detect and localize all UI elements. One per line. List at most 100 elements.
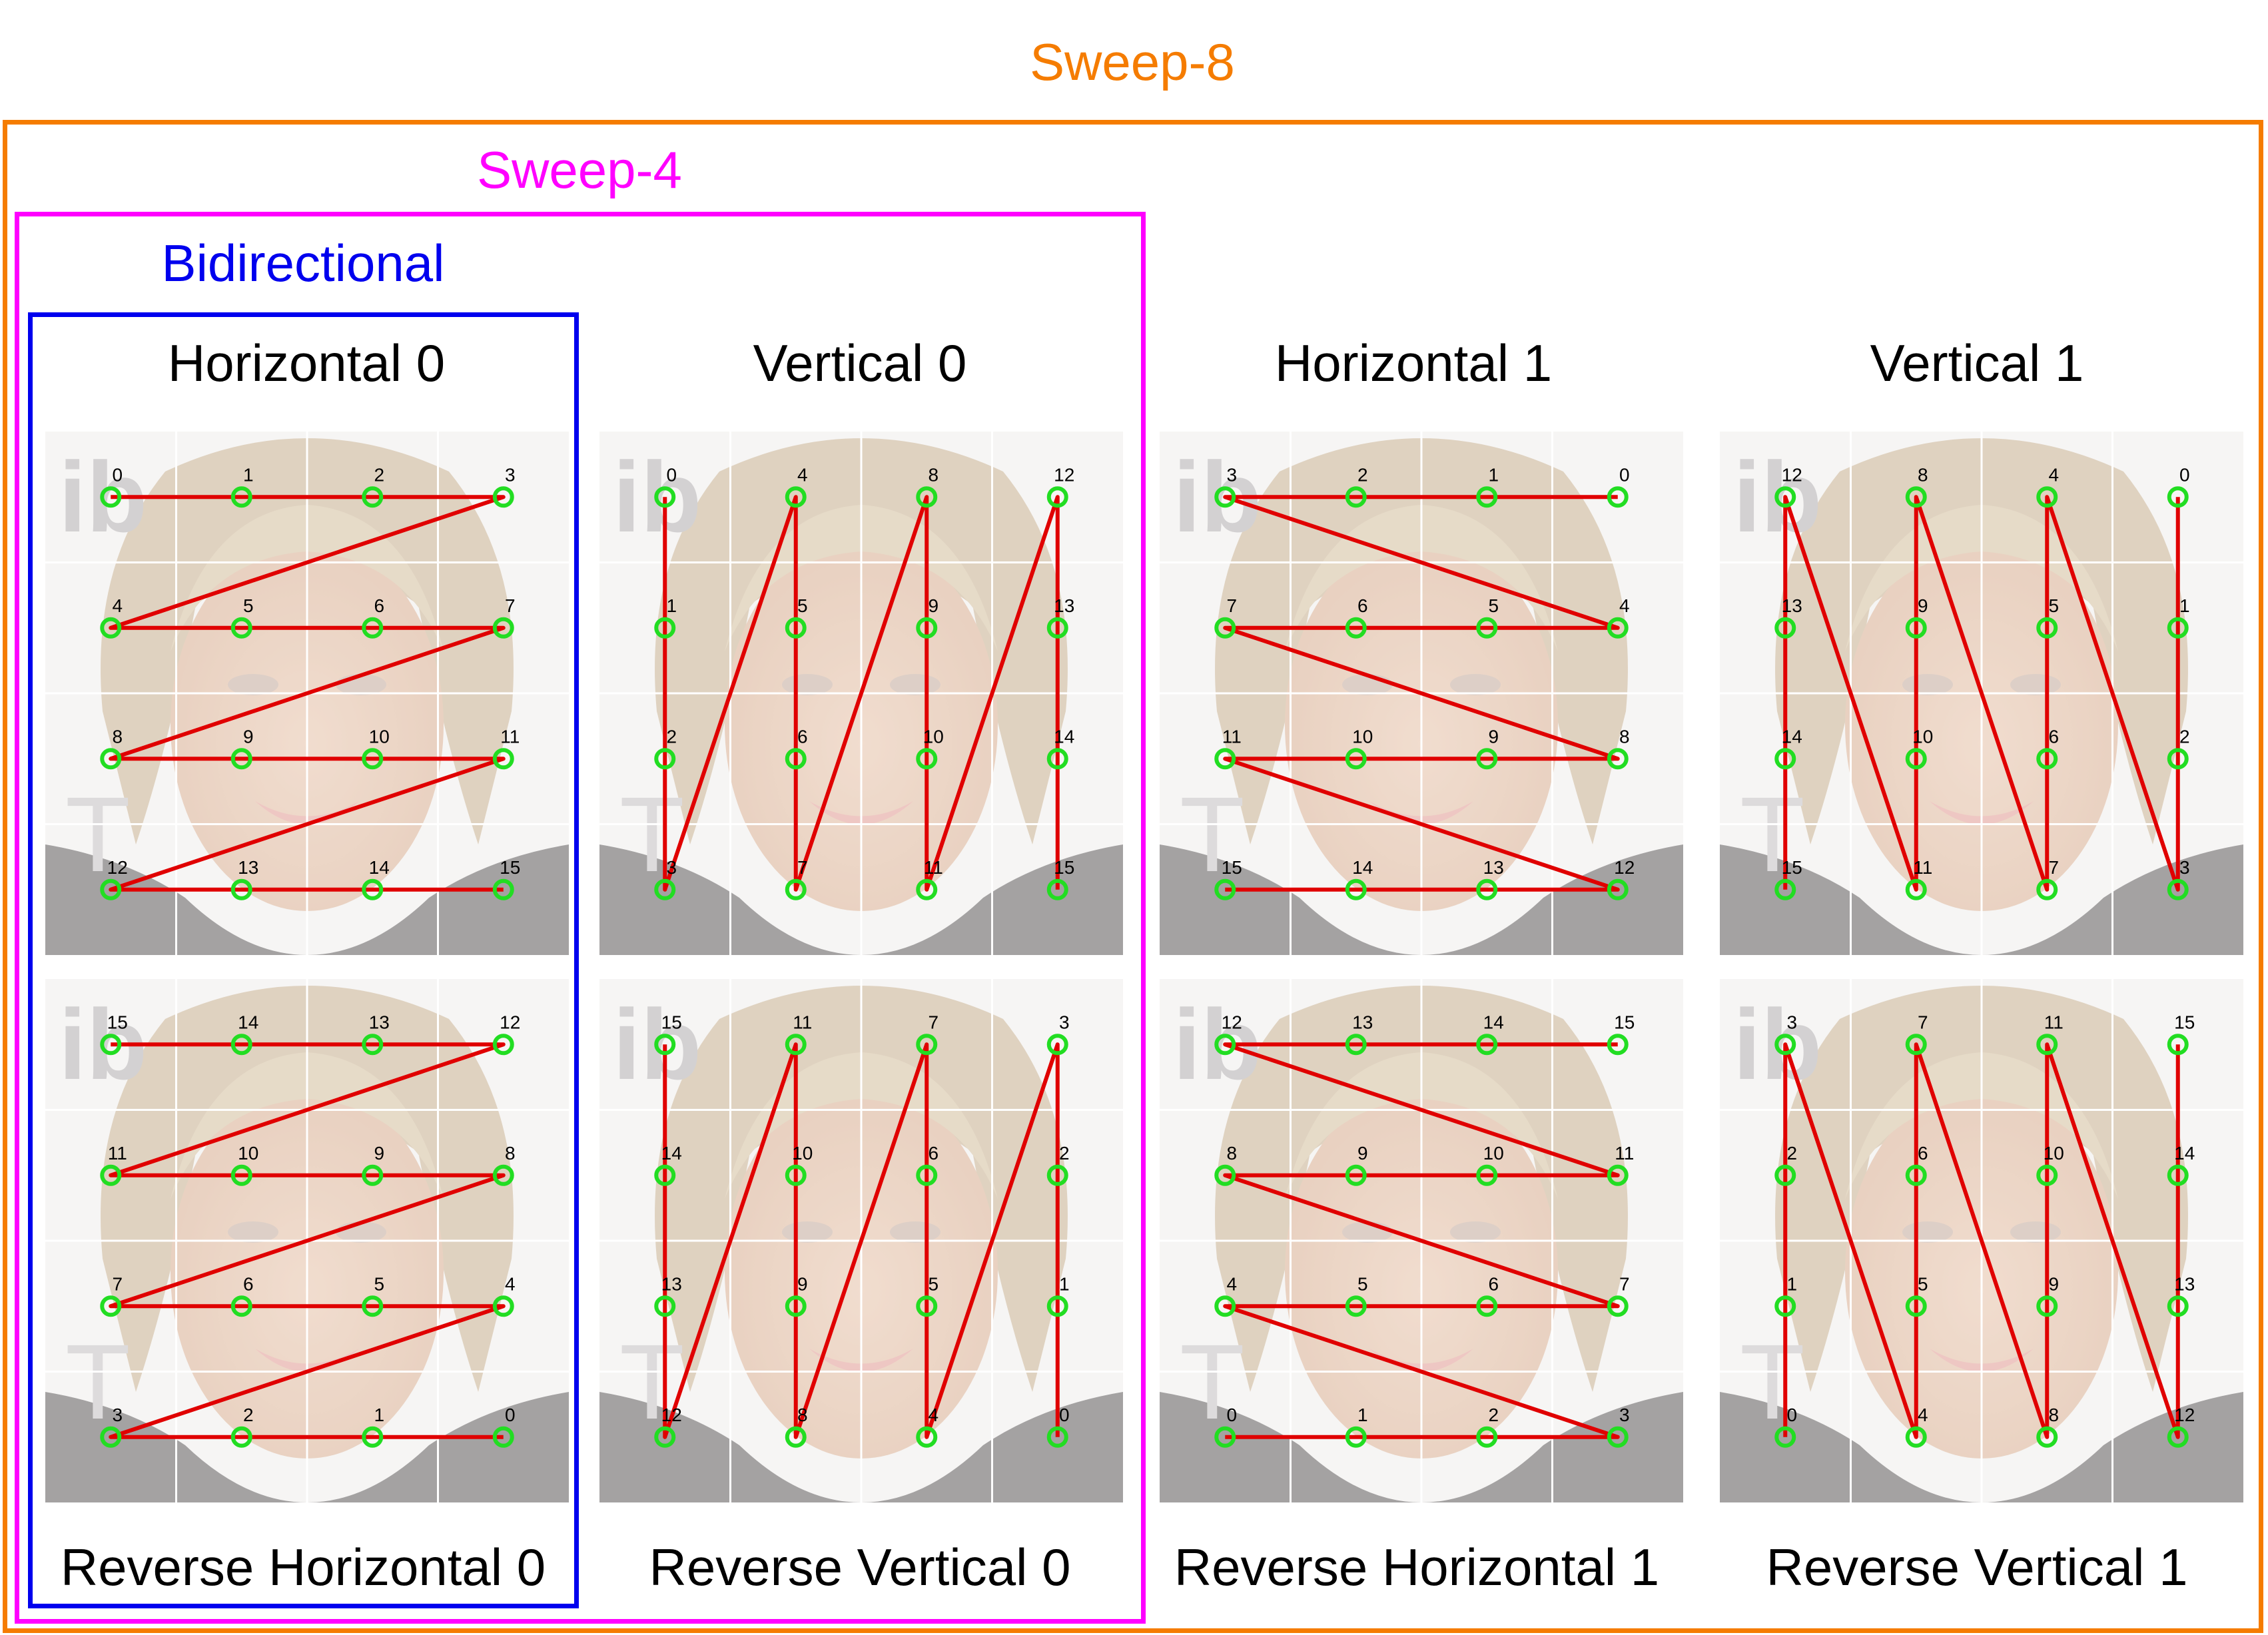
patch-index-label: 1 bbox=[374, 1405, 384, 1425]
patch-node bbox=[1046, 748, 1068, 770]
patch-node bbox=[916, 1426, 938, 1448]
patch-index-label: 0 bbox=[1059, 1405, 1070, 1425]
scan-path bbox=[663, 495, 1060, 892]
patch-index-label: 7 bbox=[505, 595, 516, 616]
patch-node bbox=[1774, 1164, 1796, 1186]
patch-node bbox=[1345, 748, 1367, 770]
patch-node bbox=[916, 617, 938, 639]
patch-index-label: 8 bbox=[505, 1143, 516, 1163]
scan-path bbox=[1223, 495, 1620, 892]
patch-index-label: 5 bbox=[797, 595, 808, 616]
patch-node bbox=[100, 486, 122, 508]
patch-node bbox=[2167, 486, 2189, 508]
patch-node bbox=[1345, 617, 1367, 639]
patch-node bbox=[785, 486, 807, 508]
patch-node bbox=[916, 1164, 938, 1186]
patch-node bbox=[362, 617, 384, 639]
patch-node bbox=[785, 748, 807, 770]
patch-index-label: 1 bbox=[2179, 595, 2190, 616]
patch-index-label: 10 bbox=[792, 1143, 813, 1163]
patch-index-label: 3 bbox=[1619, 1405, 1630, 1425]
patch-index-label: 15 bbox=[2174, 1012, 2195, 1032]
sweep-8-title: Sweep-8 bbox=[1030, 33, 1235, 91]
patch-index-label: 4 bbox=[112, 595, 123, 616]
patch-index-label: 7 bbox=[112, 1273, 123, 1294]
patch-node bbox=[1774, 878, 1796, 900]
patch-index-label: 14 bbox=[1483, 1012, 1504, 1032]
patch-node bbox=[2036, 748, 2058, 770]
bidirectional-title: Bidirectional bbox=[161, 234, 445, 292]
patch-node bbox=[916, 1034, 938, 1056]
patch-node bbox=[1905, 748, 1927, 770]
patch-index-label: 12 bbox=[2174, 1405, 2195, 1425]
patch-index-label: 2 bbox=[1357, 464, 1368, 485]
patch-index-label: 5 bbox=[2048, 595, 2059, 616]
scan-path bbox=[663, 1042, 1060, 1439]
patch-index-label: 8 bbox=[928, 464, 939, 485]
patch-node bbox=[1607, 617, 1629, 639]
patch-index-label: 14 bbox=[1782, 726, 1802, 747]
patch-index-label: 8 bbox=[1226, 1143, 1237, 1163]
patch-node bbox=[492, 1426, 514, 1448]
patch-node bbox=[1345, 878, 1367, 900]
patch-index-label: 7 bbox=[1226, 595, 1237, 616]
patch-index-label: 10 bbox=[369, 726, 390, 747]
patch-index-label: 0 bbox=[1226, 1405, 1237, 1425]
column-title-reverse-horizontal-0: Reverse Horizontal 0 bbox=[60, 1538, 546, 1596]
patch-node bbox=[1905, 878, 1927, 900]
patch-index-label: 7 bbox=[2048, 857, 2059, 878]
patch-node bbox=[1905, 1426, 1927, 1448]
patch-node bbox=[785, 1034, 807, 1056]
patch-index-label: 2 bbox=[2179, 726, 2190, 747]
patch-index-label: 9 bbox=[797, 1273, 808, 1294]
patch-node bbox=[654, 878, 676, 900]
patch-node bbox=[916, 878, 938, 900]
patch-node bbox=[1607, 878, 1629, 900]
patch-node bbox=[1905, 617, 1927, 639]
patch-index-label: 6 bbox=[797, 726, 808, 747]
patch-node bbox=[230, 1295, 252, 1317]
patch-node bbox=[1046, 1164, 1068, 1186]
patch-index-label: 7 bbox=[928, 1012, 939, 1032]
patch-index-label: 6 bbox=[243, 1273, 254, 1294]
patch-node bbox=[2036, 617, 2058, 639]
patch-index-label: 2 bbox=[374, 464, 384, 485]
patch-node bbox=[230, 878, 252, 900]
patch-index-label: 8 bbox=[1619, 726, 1630, 747]
patch-index-label: 8 bbox=[2048, 1405, 2059, 1425]
patch-node bbox=[916, 486, 938, 508]
patch-node bbox=[1345, 1164, 1367, 1186]
scan-path bbox=[1783, 1042, 2180, 1439]
patch-index-label: 5 bbox=[374, 1273, 384, 1294]
patch-index-label: 13 bbox=[661, 1273, 682, 1294]
patch-index-label: 0 bbox=[112, 464, 123, 485]
patch-index-label: 8 bbox=[112, 726, 123, 747]
patch-node bbox=[230, 1164, 252, 1186]
patch-index-label: 9 bbox=[243, 726, 254, 747]
patch-index-label: 7 bbox=[797, 857, 808, 878]
patch-index-label: 6 bbox=[2048, 726, 2059, 747]
patch-node bbox=[1905, 1164, 1927, 1186]
patch-node bbox=[2036, 878, 2058, 900]
patch-node bbox=[654, 486, 676, 508]
patch-index-label: 9 bbox=[1488, 726, 1499, 747]
patch-node bbox=[2036, 1034, 2058, 1056]
patch-node bbox=[1046, 1295, 1068, 1317]
patch-index-label: 5 bbox=[1357, 1273, 1368, 1294]
patch-node bbox=[492, 486, 514, 508]
patch-index-label: 4 bbox=[505, 1273, 516, 1294]
patch-index-label: 5 bbox=[243, 595, 254, 616]
patch-index-label: 10 bbox=[1912, 726, 1933, 747]
scan-path bbox=[109, 1042, 506, 1439]
patch-node bbox=[230, 1034, 252, 1056]
patch-node bbox=[492, 878, 514, 900]
patch-node bbox=[100, 617, 122, 639]
patch-index-label: 6 bbox=[374, 595, 384, 616]
patch-node bbox=[1607, 1034, 1629, 1056]
patch-node bbox=[2036, 1164, 2058, 1186]
patch-node bbox=[362, 1426, 384, 1448]
patch-node bbox=[492, 748, 514, 770]
